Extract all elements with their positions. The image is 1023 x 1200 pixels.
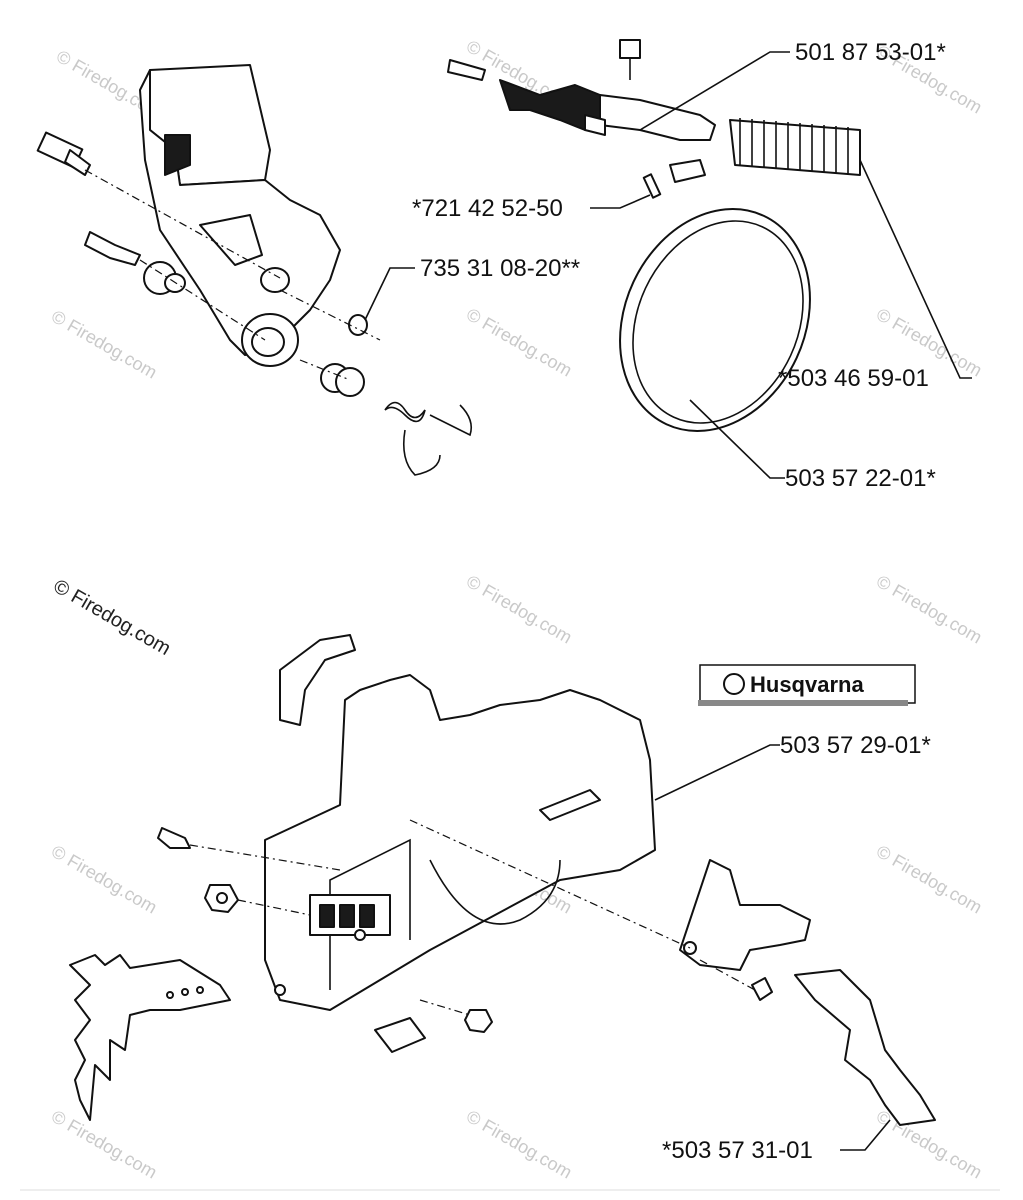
part-number-label: *503 57 31-01 xyxy=(662,1137,813,1164)
chain-guide xyxy=(679,859,811,971)
leader-line xyxy=(654,744,780,801)
screw xyxy=(157,827,191,849)
bumper-spike xyxy=(69,954,231,1121)
watermark: © Firedog.com xyxy=(873,841,985,917)
part-number-label: 503 57 29-01* xyxy=(780,732,931,759)
chain-catcher xyxy=(794,969,936,1126)
watermark: © Firedog.com xyxy=(463,304,575,380)
brake-band-group: 501 87 53-01* *721 42 52-50 *503 46 59-0… xyxy=(412,39,972,492)
bushing xyxy=(320,363,365,397)
watermark: © Firedog.com xyxy=(48,841,160,917)
pin xyxy=(642,173,662,199)
watermark: © Firedog.com xyxy=(48,306,160,382)
husqvarna-logo-text: Husqvarna xyxy=(750,672,864,697)
brake-link xyxy=(447,39,716,141)
nut xyxy=(204,884,239,913)
shoulder-bolt xyxy=(36,131,91,176)
chain-brake-handle-group: 735 31 08-20** xyxy=(36,64,580,476)
rubber-pad xyxy=(374,1017,426,1053)
watermark: © Firedog.com xyxy=(48,1106,160,1182)
watermark: © Firedog.com xyxy=(463,1106,575,1182)
leader-line xyxy=(639,51,790,131)
part-number-label: 501 87 53-01* xyxy=(795,39,946,66)
leader-line xyxy=(364,267,415,321)
part-number-label: *721 42 52-50 xyxy=(412,195,563,222)
leader-line xyxy=(590,194,651,209)
nut xyxy=(464,1009,493,1033)
screw xyxy=(84,231,141,266)
leader-line xyxy=(689,399,785,479)
leader-line xyxy=(859,159,972,379)
watermark: © Firedog.com xyxy=(873,571,985,647)
watermark: © Firedog.com xyxy=(463,571,575,647)
watermark: © Firedog.com xyxy=(50,575,175,660)
part-number-label: 503 57 22-01* xyxy=(785,465,936,492)
torsion-spring xyxy=(384,401,473,476)
part-number-label: 735 31 08-20** xyxy=(420,255,580,282)
part-number-label: *503 46 59-01 xyxy=(778,365,929,392)
leader-line xyxy=(840,1119,891,1151)
brake-band xyxy=(619,159,811,432)
coil-spring xyxy=(729,118,861,176)
clutch-cover-group: Husqvarna xyxy=(69,634,936,1164)
husqvarna-logo: Husqvarna xyxy=(698,664,916,706)
bracket xyxy=(279,634,356,726)
screw xyxy=(751,977,773,1001)
